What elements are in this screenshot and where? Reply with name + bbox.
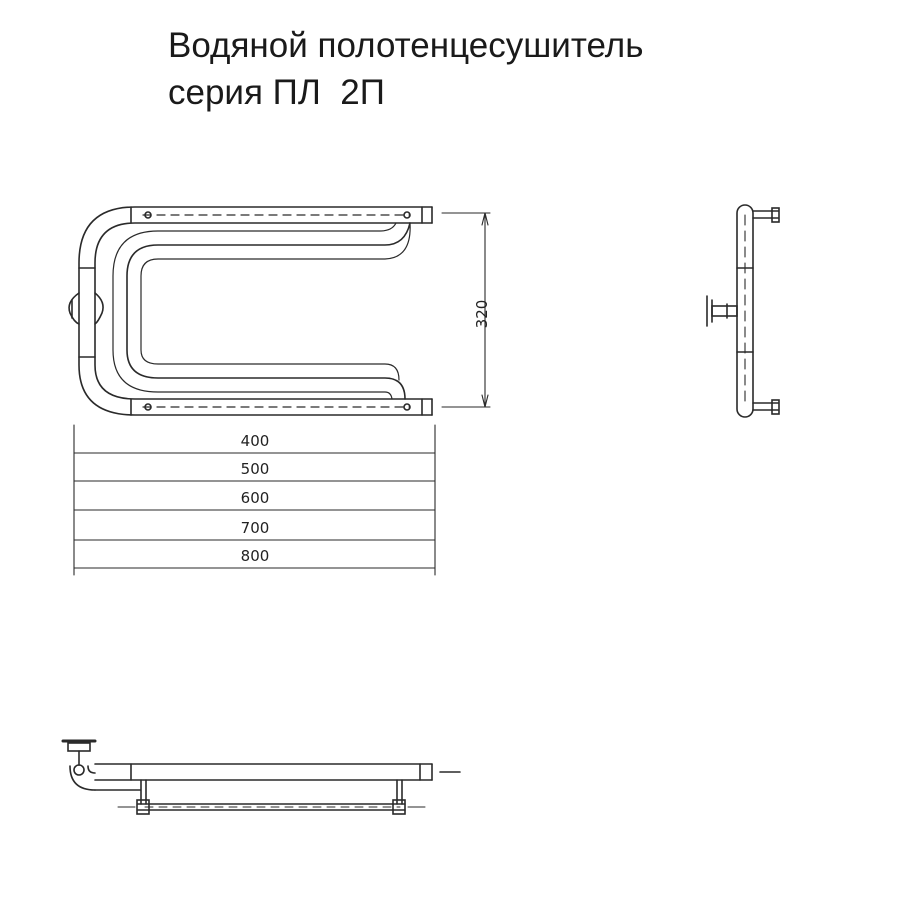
width-dimensions [73, 424, 436, 576]
width-label-400: 400 [241, 432, 270, 450]
height-dimension-label: 320 [473, 300, 491, 329]
width-label-700: 700 [241, 519, 270, 537]
title-line-2: серия ПЛ 2П [168, 73, 385, 112]
side-view [706, 204, 780, 418]
plan-view [61, 739, 461, 815]
title-line-1: Водяной полотенцесушитель [168, 26, 644, 65]
width-label-500: 500 [241, 460, 270, 478]
height-dimension [441, 212, 491, 408]
width-label-600: 600 [241, 489, 270, 507]
title-block: Водяной полотенцесушитель серия ПЛ 2П [168, 22, 643, 116]
front-view [68, 206, 433, 416]
width-label-800: 800 [241, 547, 270, 565]
